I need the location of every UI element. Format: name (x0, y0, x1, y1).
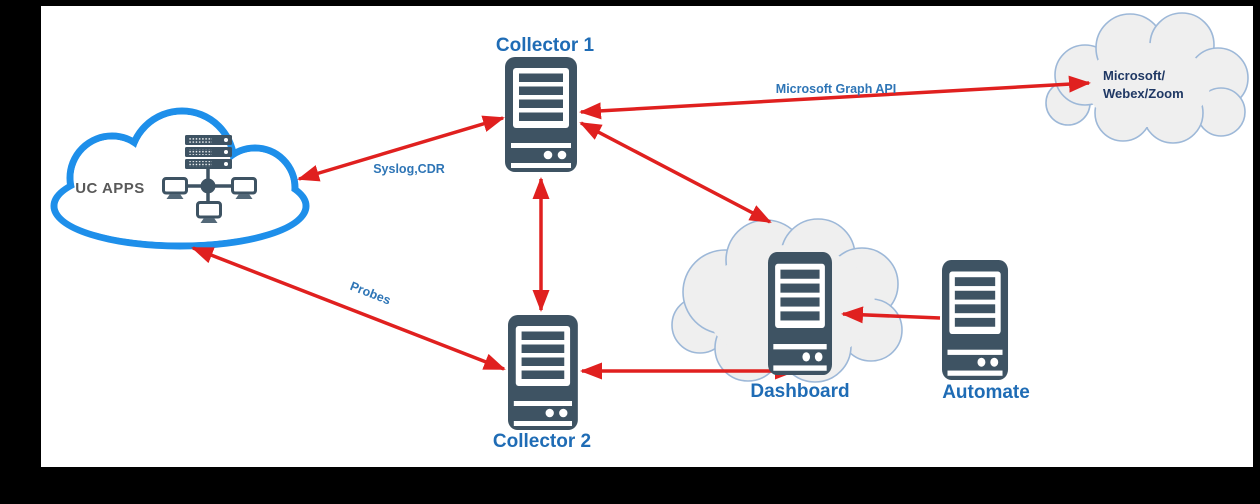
edge-automate-dashboard (841, 306, 941, 324)
collector2-server-icon (508, 315, 578, 430)
edge-collector1-microsoft (579, 75, 1091, 120)
dashboard-server-icon (768, 252, 833, 376)
edge-label-syslog-cdr: Syslog,CDR (373, 162, 445, 176)
uc-apps-rack-servers-icon (185, 135, 232, 169)
edges-layer (191, 75, 1091, 380)
dashboard-label: Dashboard (750, 381, 849, 402)
edge-label-microsoft-graph-api: Microsoft Graph API (776, 82, 896, 96)
collector2-label: Collector 2 (493, 431, 591, 452)
automate-label: Automate (942, 382, 1030, 403)
microsoft-cloud-label-line2: Webex/Zoom (1103, 86, 1184, 101)
uc-apps-network-icon (162, 169, 257, 225)
collector1-label: Collector 1 (496, 35, 595, 56)
edge-ucapps-collector2 (191, 246, 506, 371)
edge-collector1-dashboard (579, 121, 772, 224)
automate-server-icon (942, 260, 1009, 380)
edge-ucapps-collector1 (297, 115, 505, 182)
uc-apps-label: UC APPS (75, 180, 145, 197)
collector1-server-icon (505, 57, 577, 172)
microsoft-cloud-label-line1: Microsoft/ (1103, 68, 1166, 83)
